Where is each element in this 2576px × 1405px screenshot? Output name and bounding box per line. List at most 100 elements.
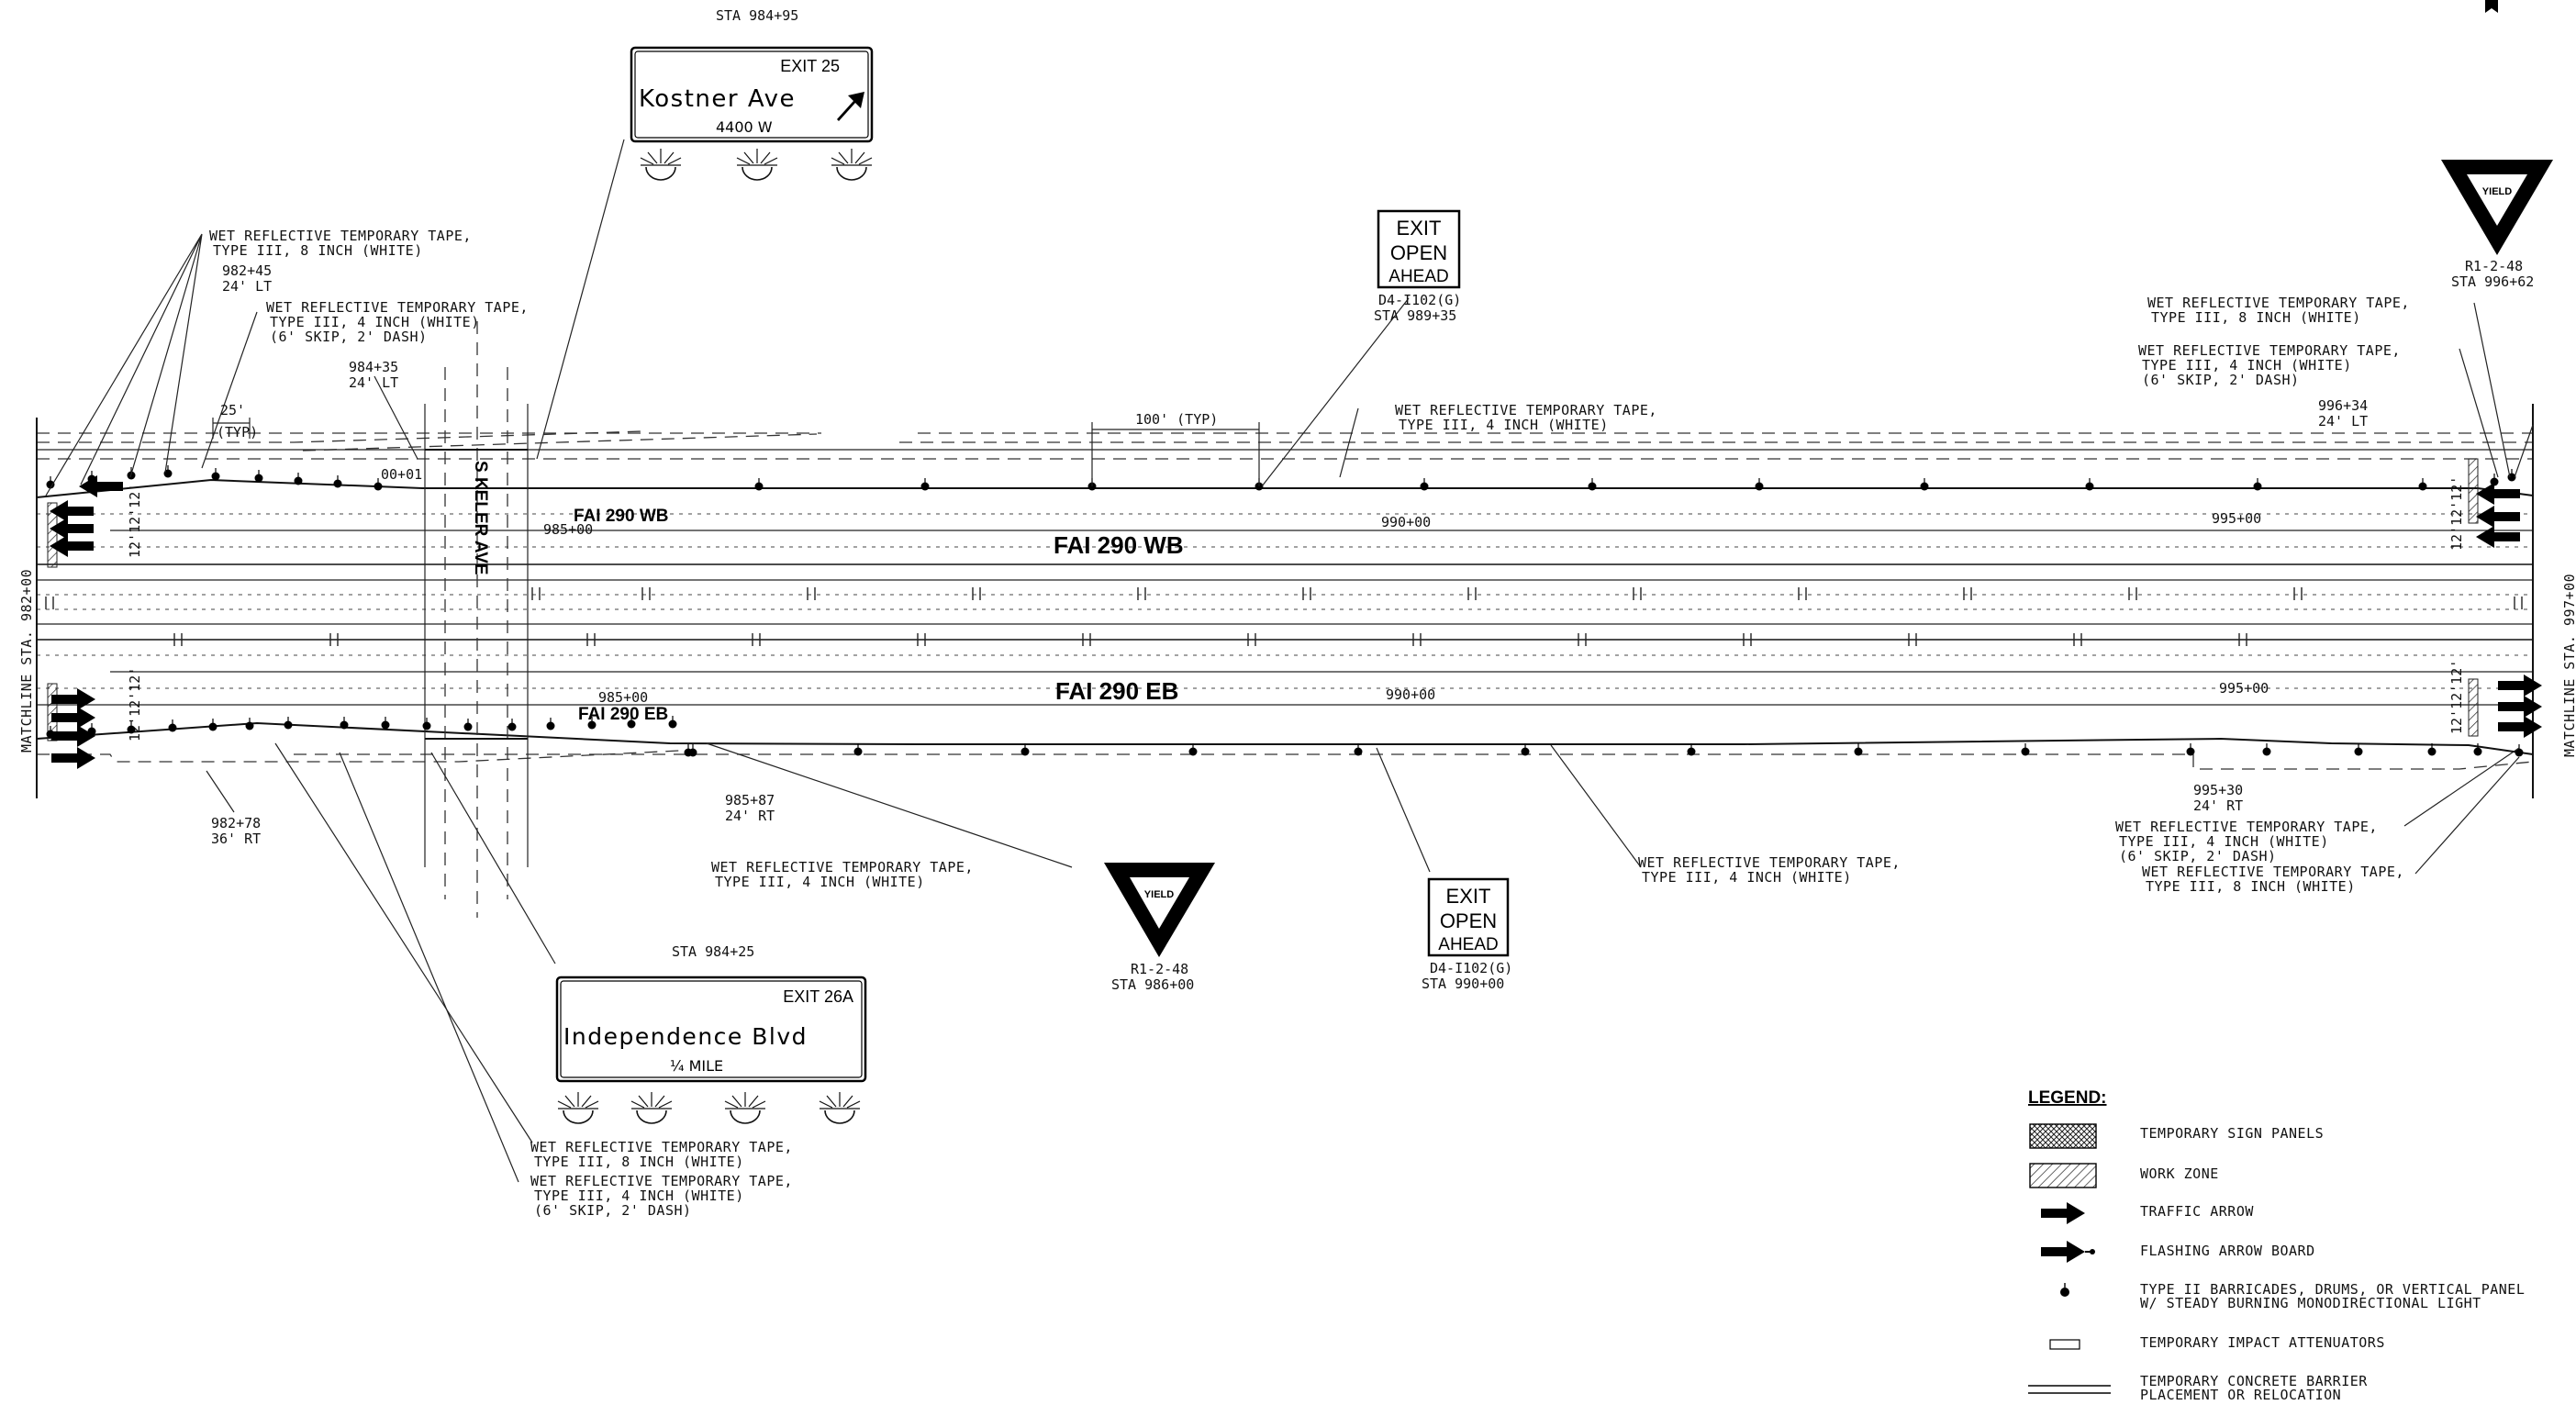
road-label-wb-small: FAI 290 WB: [574, 507, 668, 526]
drum-icon: [463, 722, 473, 731]
sign-exit: EXIT 25: [780, 57, 840, 75]
drum-icon: [294, 476, 303, 485]
drum-icon: [1687, 747, 1696, 756]
drum-icon: [2262, 747, 2271, 756]
tape-note-n10: WET REFLECTIVE TEMPORARY TAPE,TYPE III, …: [530, 1139, 793, 1170]
tape-note-n1: WET REFLECTIVE TEMPORARY TAPE,TYPE III, …: [209, 228, 472, 259]
matchline-right: MATCHLINE STA. 997+00: [2561, 574, 2576, 757]
svg-text:YIELD: YIELD: [1144, 889, 1174, 900]
drum-icon: [2354, 747, 2363, 756]
offset-98245: 24' LT: [222, 278, 272, 295]
svg-text:R1-2-48: R1-2-48: [1131, 961, 1188, 977]
lane-width-eb-right: 12'12'12': [2448, 660, 2465, 734]
station-eb-995: 995+00: [2219, 680, 2269, 697]
drum-icon: [2021, 747, 2030, 756]
station-98245: 982+45: [222, 262, 272, 279]
drum-icon: [46, 480, 55, 489]
station-wb-990: 990+00: [1381, 514, 1431, 530]
yield-sign-2: YIELD R1-2-48 STA 986+00: [1104, 863, 1215, 993]
station-0001: 00+01: [381, 466, 422, 483]
drum-icon: [853, 747, 863, 756]
sign-name: Independence Blvd: [563, 1023, 808, 1050]
traffic-arrow-icon: [2498, 696, 2542, 718]
drum-icon: [627, 719, 636, 729]
station-wb-995: 995+00: [2212, 510, 2261, 527]
offset-99634: 24' LT: [2318, 413, 2368, 429]
drum-icon: [2186, 747, 2195, 756]
tape-note-n11: WET REFLECTIVE TEMPORARY TAPE,TYPE III, …: [530, 1173, 793, 1219]
svg-text:YIELD: YIELD: [2482, 186, 2512, 197]
drum-icon: [688, 748, 697, 757]
traffic-arrow-icon: [51, 707, 95, 729]
exit-open-sign-1: EXIT OPEN AHEAD D4-I102(G) STA 989+35: [1374, 209, 1461, 324]
offset-98587: 24' RT: [725, 808, 775, 824]
drum-icon: [284, 720, 293, 730]
svg-text:STA 996+62: STA 996+62: [2451, 273, 2534, 290]
sign-light-icon: [736, 148, 778, 181]
sign-exit: EXIT 26A: [783, 987, 853, 1006]
drum-icon: [374, 482, 383, 491]
drum-icon: [920, 482, 930, 491]
station-99530: 995+30: [2193, 782, 2243, 798]
sign-light-icon: [831, 148, 873, 181]
drum-icon: [208, 722, 217, 731]
exit-open-sign-2: EXIT OPEN AHEAD D4-I102(G) STA 990+00: [1422, 877, 1512, 992]
svg-text:D4-I102(G): D4-I102(G): [1430, 960, 1512, 976]
drum-icon: [1920, 482, 1929, 491]
legend-barrier-icon: [2028, 1385, 2111, 1394]
drum-icon: [340, 720, 349, 730]
traffic-arrow-icon: [2476, 506, 2520, 528]
drum-icon: [127, 725, 136, 734]
lane-width-wb-right: 12'12'12': [2448, 476, 2465, 551]
sign-station: STA 984+25: [672, 943, 754, 960]
drum-icon: [211, 472, 220, 481]
tape-note-n2: WET REFLECTIVE TEMPORARY TAPE,TYPE III, …: [266, 299, 529, 345]
svg-text:OPEN: OPEN: [1390, 241, 1447, 264]
drum-icon: [668, 719, 677, 729]
drum-icon: [1521, 747, 1530, 756]
drum-icon: [2473, 747, 2482, 756]
tape-note-n8: WET REFLECTIVE TEMPORARY TAPE,TYPE III, …: [2115, 819, 2378, 864]
station-wb-985: 985+00: [543, 521, 593, 538]
drum-icon: [546, 721, 555, 730]
legend-drum-icon: [2060, 1283, 2069, 1297]
svg-text:(TYP): (TYP): [217, 424, 258, 440]
svg-text:OPEN: OPEN: [1440, 909, 1497, 932]
guide-sign-independence: STA 984+25 EXIT 26A Independence Blvd ¼ …: [555, 943, 867, 1124]
traffic-arrow-icon: [51, 725, 95, 747]
svg-text:STA 990+00: STA 990+00: [1422, 976, 1504, 992]
drum-icon: [46, 730, 55, 739]
dimension-100ft: 100' (TYP): [1091, 411, 1260, 486]
legend-item-label: TYPE II BARRICADES, DRUMS, OR VERTICAL P…: [2140, 1281, 2525, 1311]
legend-work-zone-swatch: [2029, 1163, 2097, 1188]
tape-note-n6: WET REFLECTIVE TEMPORARY TAPE,TYPE III, …: [711, 859, 974, 890]
drum-icon: [1020, 747, 1030, 756]
traffic-arrow-icon: [79, 475, 123, 497]
drum-icon: [381, 720, 390, 730]
legend-item-label: TEMPORARY IMPACT ATTENUATORS: [2140, 1334, 2385, 1351]
drum-icon: [2427, 747, 2437, 756]
tape-notes: WET REFLECTIVE TEMPORARY TAPE,TYPE III, …: [209, 228, 2409, 1219]
legend-attenuator-icon: [2049, 1339, 2080, 1350]
station-eb-990: 990+00: [1386, 686, 1435, 703]
drum-icon: [87, 727, 96, 736]
svg-text:STA 986+00: STA 986+00: [1111, 976, 1194, 993]
offset-99530: 24' RT: [2193, 797, 2243, 814]
drum-icon: [2418, 482, 2427, 491]
drum-icon: [1354, 747, 1363, 756]
station-99634: 996+34: [2318, 397, 2368, 414]
drum-icon: [1755, 482, 1764, 491]
drum-icon: [333, 479, 342, 488]
sign-light-icon: [640, 148, 682, 181]
svg-text:EXIT: EXIT: [1446, 885, 1491, 908]
barricade-drums: [46, 465, 2524, 757]
svg-text:EXIT: EXIT: [1397, 217, 1442, 240]
north-mark-icon: [2485, 0, 2498, 13]
svg-text:STA 989+35: STA 989+35: [1374, 307, 1456, 324]
traffic-arrow-icon: [2498, 675, 2542, 697]
svg-text:AHEAD: AHEAD: [1438, 935, 1498, 954]
svg-text:D4-I102(G): D4-I102(G): [1378, 292, 1461, 308]
drum-icon: [1420, 482, 1429, 491]
road-label-eb-small: FAI 290 EB: [578, 705, 668, 724]
